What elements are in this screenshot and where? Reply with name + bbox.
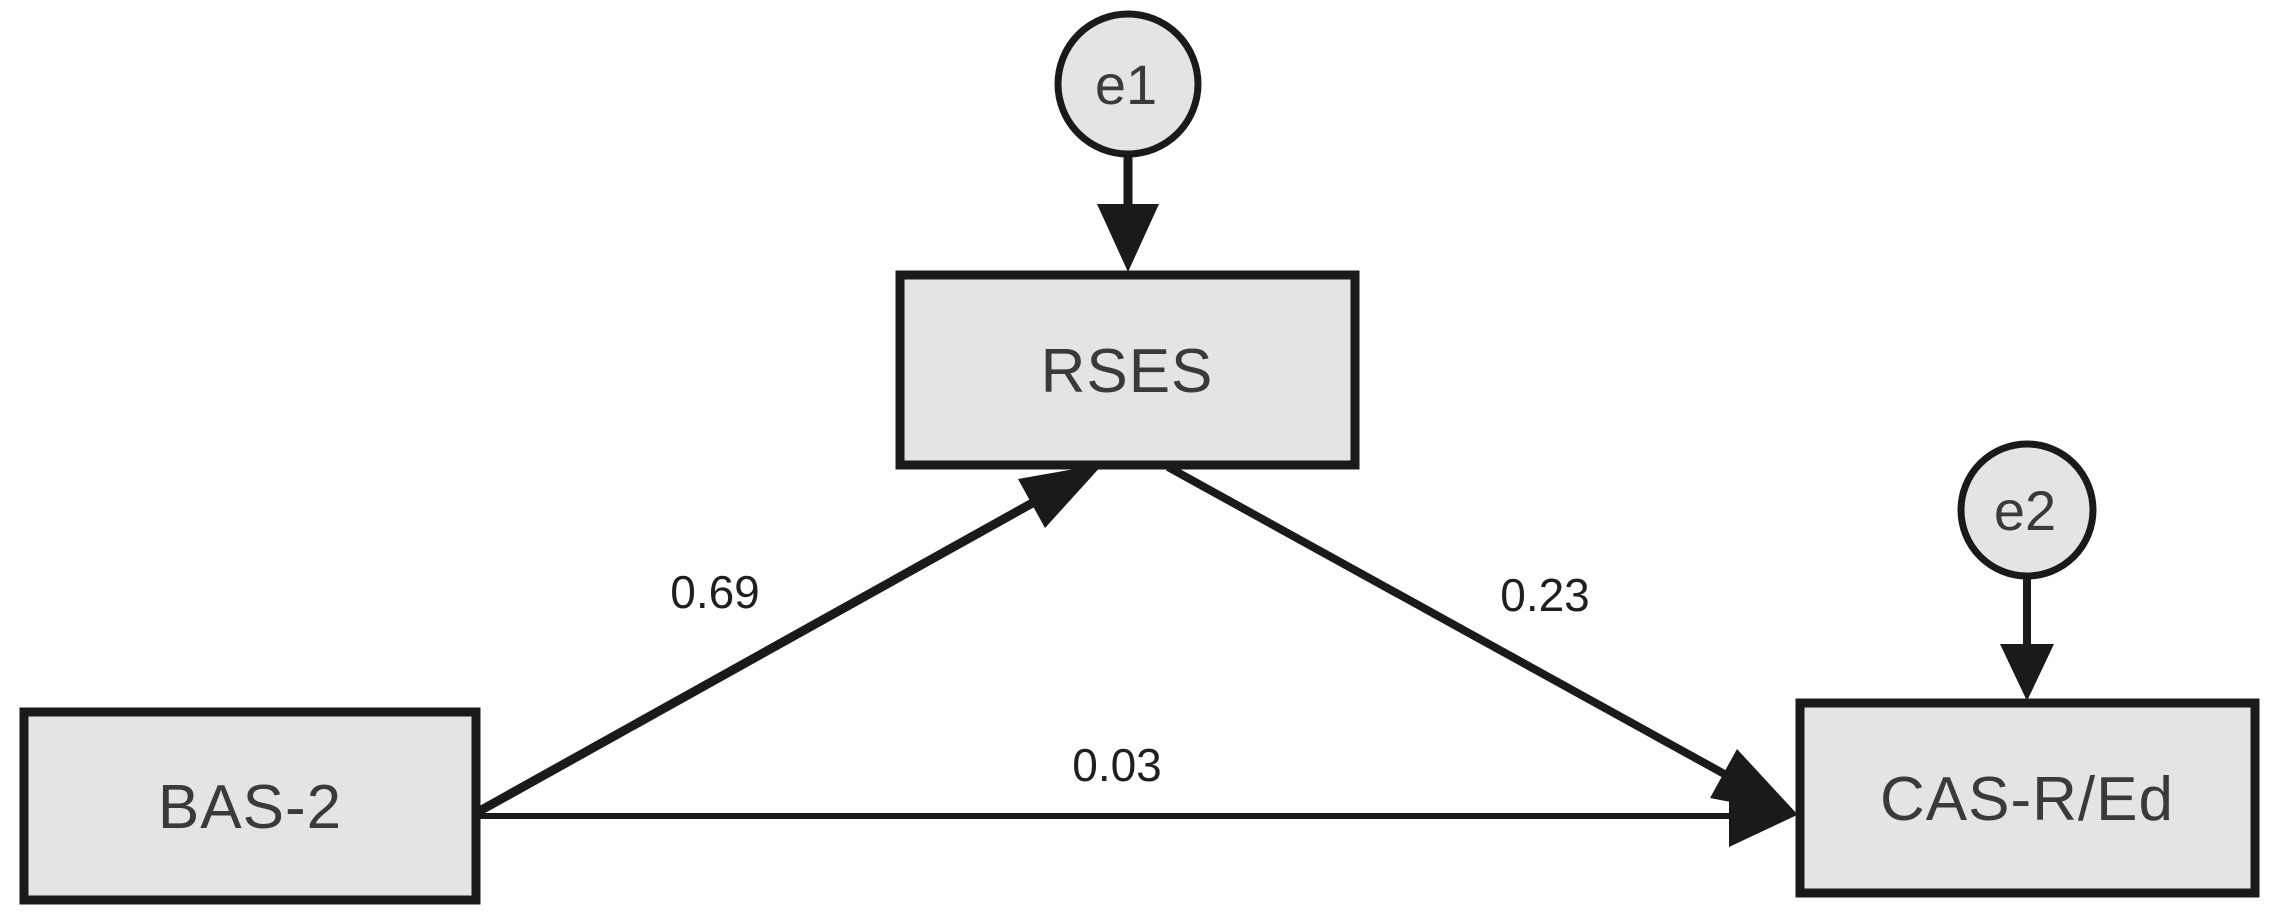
mediator-node: RSES bbox=[895, 270, 1360, 470]
error-term-e1-circle bbox=[1054, 10, 1202, 158]
mediator-node-box bbox=[895, 270, 1360, 470]
edges bbox=[473, 154, 2031, 819]
error-term-e2: e2 bbox=[1957, 440, 2097, 580]
arrowhead-predictor-to-outcome-icon bbox=[1729, 785, 1797, 847]
outcome-node: CAS-R/Ed bbox=[1795, 698, 2260, 898]
predictor-node-box bbox=[19, 707, 481, 905]
mediator-node-label: RSES bbox=[1041, 337, 1214, 406]
predictor-node: BAS-2 bbox=[19, 707, 481, 905]
outcome-node-box bbox=[1795, 698, 2260, 898]
error-term-e1: e1 bbox=[1054, 10, 1202, 158]
path-coefficients: 0.69 0.23 0.03 bbox=[670, 566, 1590, 791]
arrow-line-predictor-to-mediator bbox=[473, 497, 1039, 817]
arrowheads bbox=[1018, 204, 2054, 847]
error-term-e2-circle bbox=[1957, 440, 2097, 580]
arrowhead-e2-to-outcome-icon bbox=[2000, 644, 2054, 701]
predictor-node-label: BAS-2 bbox=[158, 773, 342, 842]
arrowhead-predictor-to-mediator-icon bbox=[1018, 464, 1103, 528]
coefficient-mediator-to-outcome: 0.23 bbox=[1500, 569, 1590, 621]
arrow-line-mediator-to-outcome bbox=[1166, 463, 1730, 780]
arrowhead-e1-to-mediator-icon bbox=[1097, 204, 1159, 272]
coefficient-predictor-to-mediator: 0.69 bbox=[670, 566, 760, 618]
error-term-e1-label: e1 bbox=[1095, 53, 1157, 116]
coefficient-predictor-to-outcome: 0.03 bbox=[1072, 739, 1162, 791]
outcome-node-label: CAS-R/Ed bbox=[1880, 765, 2174, 834]
error-term-e2-label: e2 bbox=[1994, 479, 2056, 542]
